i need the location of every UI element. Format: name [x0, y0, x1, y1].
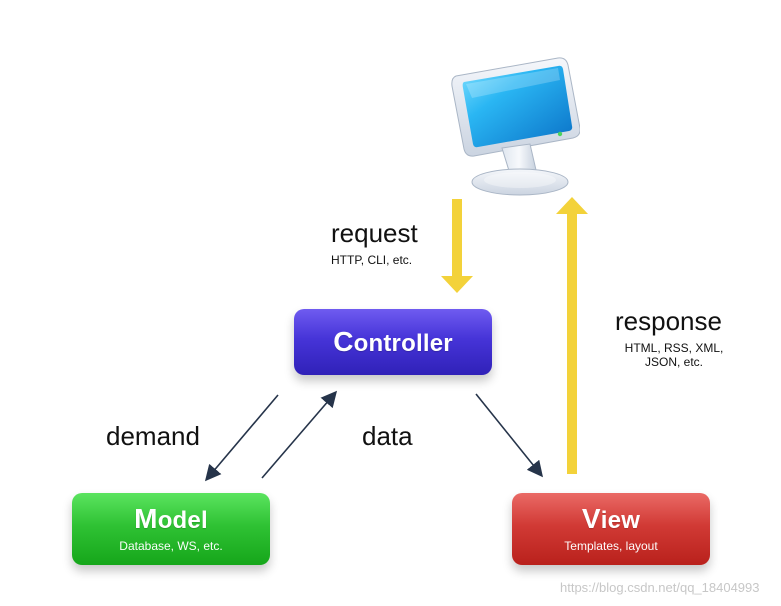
view-title-rest: iew — [600, 507, 641, 534]
view-title-initial: V — [581, 503, 601, 534]
watermark-text: https://blog.csdn.net/qq_18404993 — [560, 580, 760, 595]
response-arrow — [556, 197, 588, 474]
controller-title-initial: C — [333, 326, 354, 357]
demand-label: demand — [106, 421, 200, 451]
response-sublabel: HTML, RSS, XML, JSON, etc. — [624, 341, 724, 369]
controller-title-rest: ontroller — [353, 330, 453, 357]
view-subtitle: Templates, layout — [564, 539, 658, 553]
model-title: Model — [134, 505, 208, 533]
request-label: request — [331, 218, 418, 248]
data-label: data — [362, 421, 413, 451]
model-subtitle: Database, WS, etc. — [119, 539, 223, 553]
model-to-controller-arrow — [261, 390, 338, 479]
model-title-initial: M — [134, 503, 158, 534]
demand-arrow — [204, 394, 279, 482]
model-title-rest: odel — [157, 507, 208, 534]
request-arrow — [441, 199, 473, 293]
monitor-icon — [451, 57, 580, 196]
model-node: Model Database, WS, etc. — [72, 493, 270, 565]
controller-node: Controller — [294, 309, 492, 375]
controller-title: Controller — [333, 328, 453, 356]
controller-to-view-arrow — [475, 393, 544, 478]
view-title: View — [582, 505, 640, 533]
request-sublabel: HTTP, CLI, etc. — [331, 253, 413, 267]
response-label: response — [615, 306, 722, 336]
view-node: View Templates, layout — [512, 493, 710, 565]
